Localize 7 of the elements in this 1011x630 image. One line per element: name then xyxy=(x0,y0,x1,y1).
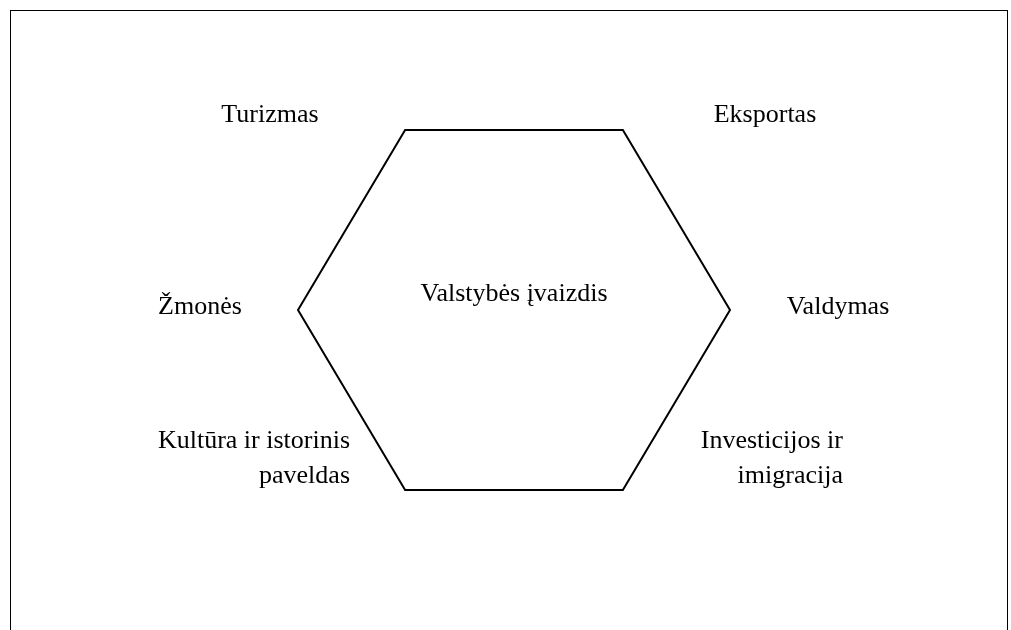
category-label: Kultūra ir istorinis paveldas xyxy=(156,424,350,491)
category-label: Valdymas xyxy=(785,290,891,322)
center-label: Valstybės įvaizdis xyxy=(419,277,609,309)
category-label: Eksportas xyxy=(712,98,818,130)
category-label: Žmonės xyxy=(157,290,243,322)
category-label: Turizmas xyxy=(220,98,320,130)
category-label: Investicijos ir imigracija xyxy=(699,424,843,491)
